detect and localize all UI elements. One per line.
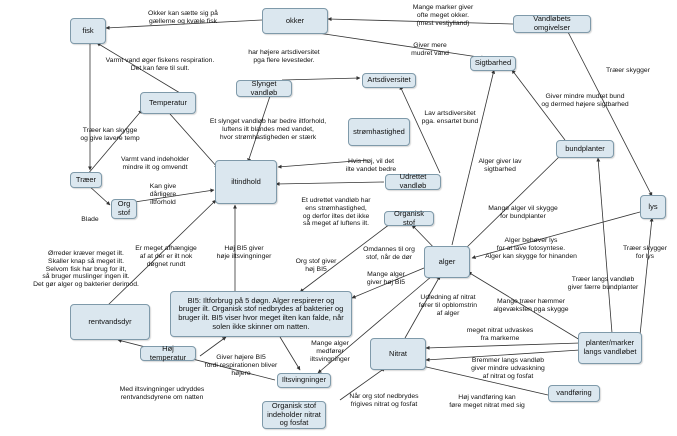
node-rentvandsdyr: rentvandsdyr (70, 304, 150, 340)
link-label: Når org stof nedbrydes frigives nitrat o… (349, 393, 419, 408)
link-label: Mange marker giver ofte meget okker. (me… (412, 4, 474, 27)
link-label: Mange alger giver høj BI5 (366, 271, 406, 286)
node-lys: lys (640, 195, 666, 219)
node-bis: BI5: Iltforbrug på 5 døgn. Alger respire… (170, 291, 352, 337)
link-label: meget nitrat udvaskes fra markerne (466, 327, 534, 342)
link-label: Træer kan skygge og give lavere temp (80, 127, 140, 142)
link-label: Træer langs vandløb giver færre bundplan… (567, 276, 639, 291)
link-label: Lav artsdiversitet pga. ensartet bund (421, 110, 479, 125)
link-label: Kan give dårligere iltforhold (149, 183, 177, 206)
node-planter-marker: planter/marker langs vandløbet (578, 332, 642, 364)
node-iltindhold: iltindhold (215, 160, 277, 204)
link-label: Ørreder kræver meget ilt. Skaller knap s… (33, 250, 139, 289)
link-label: Omdannes til org stof, når de dør (363, 246, 415, 261)
node-temperatur: Temperatur (140, 92, 196, 114)
node-okker: okker (262, 8, 328, 34)
node-organisk-stof-nitrat: Organisk stof indeholder nitrat og fosfa… (262, 401, 326, 429)
node-slynget-vandlob: Slynget vandløb (236, 79, 292, 97)
link-label: Med iltsvingninger udryddes rentvandsdyr… (119, 386, 205, 401)
link-label: Mange træer hæmmer algevæksten pga skygg… (493, 298, 569, 313)
link-label: Mange alger vil skygge for bundplanter (488, 205, 558, 220)
link-label: Varmt vand indeholder mindre ilt og omve… (121, 156, 189, 171)
link-label: Høj BI5 giver høje iltsvingninger (216, 245, 272, 260)
node-hoj-temperatur: Høj temperatur (140, 344, 196, 361)
link-label: Giver mindre mudret bund og dermed højer… (541, 93, 629, 108)
node-traer: Træer (70, 172, 102, 188)
link-label: Okker kan sætte sig på gællerne og kvæle… (148, 10, 218, 25)
node-vandforing: vandføring (548, 385, 600, 402)
link-label: Giver højere BI5 fordi respirationen bli… (204, 354, 278, 377)
link-label: Er meget afhængige af at der er ilt nok … (135, 245, 197, 268)
node-alger: alger (424, 246, 470, 278)
node-artsdiversitet: Artsdiversitet (362, 73, 416, 88)
link-label: Blade (81, 216, 99, 223)
link-label: Et slynget vandløb har bedre iltforhold,… (209, 118, 327, 141)
link-label: Træer skygger (606, 67, 650, 74)
node-bundplanter: bundplanter (556, 140, 614, 158)
link-label: har højere artsdiversitet pga flere leve… (248, 49, 320, 64)
link-label: Alger giver lav sigtbarhed (478, 158, 522, 173)
link-label: Træer skygger for lys (623, 245, 667, 260)
link-label: Varmt vand øger fiskens respiration. Det… (105, 57, 215, 72)
node-org-stof-left: Org stof (111, 199, 137, 219)
node-iltsvingninger: Iltsvingninger (277, 373, 331, 388)
link-label: Bremmer langs vandløb giver mindre udvas… (471, 357, 545, 380)
link-label: Høj vandføring kan føre meget nitrat med… (449, 394, 525, 409)
link-label: Hvis høj, vil det ilte vandet bedre (345, 158, 397, 173)
node-sigtbarhed: Sigtbarhed (470, 56, 516, 71)
node-nitrat: Nitrat (370, 338, 426, 370)
link-label: Et udrettet vandløb har ens strømhastigh… (301, 197, 371, 228)
link-label: Udledning af nitrat fører til opblomstri… (418, 294, 478, 317)
link-label: Alger behøver lys for at lave fotosyntes… (485, 237, 577, 260)
node-stromhastighed: strømhastighed (348, 118, 410, 146)
node-organisk-stof: Organisk stof (384, 209, 434, 226)
node-vandlobets-omgivelser: Vandløbets omgivelser (513, 15, 591, 33)
link-label: Giver mere mudret vand (411, 42, 449, 57)
link-label: Org stof giver høj BI5 (295, 258, 337, 273)
node-fisk: fisk (70, 18, 106, 44)
link-label: Mange alger medfører iltsvingninger (310, 340, 350, 363)
node-udrettet-vandlob: Udrettet vandløb (385, 173, 441, 190)
